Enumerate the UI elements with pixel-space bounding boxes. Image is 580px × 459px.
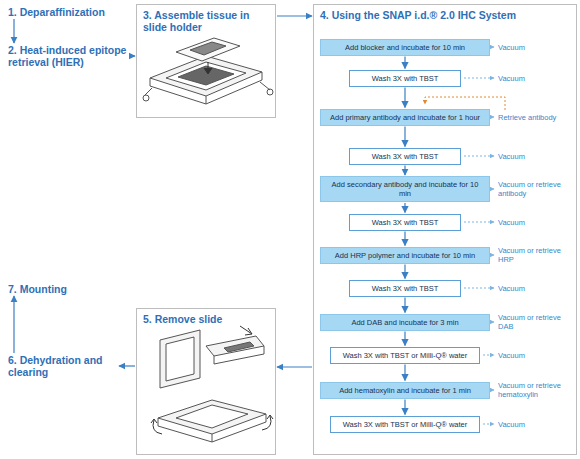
heading-text: 4. Using the SNAP i.d.® 2.0 IHC System	[314, 5, 576, 25]
leader-arrow	[493, 255, 494, 256]
step-text: Wash 3X with TBST or Milli-Q® water	[335, 420, 475, 429]
action-label: Vacuum or retrieve hematoxylin	[498, 381, 574, 399]
leader-arrow	[464, 222, 494, 223]
flow-arrow	[404, 88, 405, 108]
reagent-step-box: Add hematoxylin and incubate for 1 min	[320, 382, 490, 399]
reagent-step-box: Add DAB and incubate for 3 min	[320, 314, 490, 331]
action-label: Retrieve antibody	[498, 113, 574, 122]
leader-arrow	[464, 78, 494, 79]
flow-arrow	[119, 365, 135, 366]
action-label: Vacuum	[498, 284, 574, 293]
heading-text: 5. Remove slide	[137, 309, 275, 329]
heading-text: 7. Mounting	[8, 283, 67, 295]
flow-arrow	[277, 366, 312, 367]
flow-arrow	[131, 55, 135, 56]
wash-step-box: Wash 3X with TBST	[349, 214, 461, 231]
flow-arrow	[404, 203, 405, 213]
flow-arrow	[404, 127, 405, 147]
action-label: Vacuum	[498, 218, 574, 227]
step-title: 7. Mounting	[8, 283, 67, 295]
flow-arrow	[404, 57, 405, 69]
wash-step-box: Wash 3X with TBST	[349, 70, 461, 87]
step-title: 1. Deparaffinization	[8, 6, 105, 18]
step-text: Add DAB and incubate for 3 min	[325, 318, 485, 327]
action-label: Vacuum or retrieve antibody	[498, 180, 574, 198]
heading-text: 3. Assemble tissue in slide holder	[137, 5, 275, 37]
heading-text: 1. Deparaffinization	[8, 6, 105, 18]
flow-arrow	[404, 166, 405, 176]
step-text: Wash 3X with TBST	[354, 218, 456, 227]
heading-text: 6. Dehydration and clearing	[8, 354, 118, 378]
wash-step-box: Wash 3X with TBST	[349, 148, 461, 165]
step-text: Wash 3X with TBST	[354, 284, 456, 293]
reagent-step-box: Add HRP polymer and incubate for 10 min	[320, 247, 490, 264]
leader-arrow	[483, 424, 494, 425]
step-text: Add primary antibody and incubate for 1 …	[325, 113, 485, 122]
flow-arrow	[277, 15, 312, 16]
remove-slide-illustration	[151, 326, 273, 442]
action-label: Vacuum or retrieve HRP	[498, 246, 574, 264]
reagent-step-box: Add primary antibody and incubate for 1 …	[320, 109, 490, 126]
flow-arrow	[404, 298, 405, 313]
reagent-step-box: Add blocker and incubate for 10 min	[320, 39, 490, 56]
step-text: Wash 3X with TBST	[354, 74, 456, 83]
leader-arrow	[464, 288, 494, 289]
step-text: Add hematoxylin and incubate for 1 min	[325, 386, 485, 395]
slide-holder-assembly	[143, 38, 273, 104]
step-text: Add blocker and incubate for 10 min	[325, 43, 485, 52]
flow-arrow	[13, 296, 14, 353]
step-panel: 5. Remove slide	[136, 308, 276, 455]
step-panel: 3. Assemble tissue in slide holder	[136, 4, 276, 118]
leader-arrow	[493, 117, 494, 118]
leader-arrow	[464, 156, 494, 157]
wash-step-box: Wash 3X with TBST or Milli-Q® water	[330, 416, 480, 433]
wash-step-box: Wash 3X with TBST or Milli-Q® water	[330, 347, 480, 364]
flow-arrow	[404, 232, 405, 246]
step-title: 6. Dehydration and clearing	[8, 354, 118, 378]
flow-arrow	[404, 365, 405, 381]
leader-arrow	[493, 189, 494, 190]
step-title: 2. Heat-induced epitope retrieval (HIER)	[8, 44, 130, 68]
leader-arrow	[493, 47, 494, 48]
reagent-step-box: Add secondary antibody and incubate for …	[320, 176, 490, 202]
action-label: Vacuum	[498, 152, 574, 161]
leader-arrow	[493, 322, 494, 323]
flow-arrow	[404, 332, 405, 346]
action-label: Vacuum	[498, 74, 574, 83]
action-label: Vacuum	[498, 420, 574, 429]
step-text: Add HRP polymer and incubate for 10 min	[325, 251, 485, 260]
flow-arrow	[404, 265, 405, 279]
action-label: Vacuum	[498, 43, 574, 52]
step-text: Wash 3X with TBST	[354, 152, 456, 161]
flow-arrow	[404, 400, 405, 415]
action-label: Vacuum	[498, 351, 574, 360]
wash-step-box: Wash 3X with TBST	[349, 280, 461, 297]
action-label: Vacuum or retrieve DAB	[498, 313, 574, 331]
step-text: Add secondary antibody and incubate for …	[325, 180, 485, 198]
step-text: Wash 3X with TBST or Milli-Q® water	[335, 351, 475, 360]
leader-arrow	[493, 390, 494, 391]
flow-arrow	[13, 19, 14, 43]
heading-text: 2. Heat-induced epitope retrieval (HIER)	[8, 44, 130, 68]
leader-arrow	[483, 355, 494, 356]
